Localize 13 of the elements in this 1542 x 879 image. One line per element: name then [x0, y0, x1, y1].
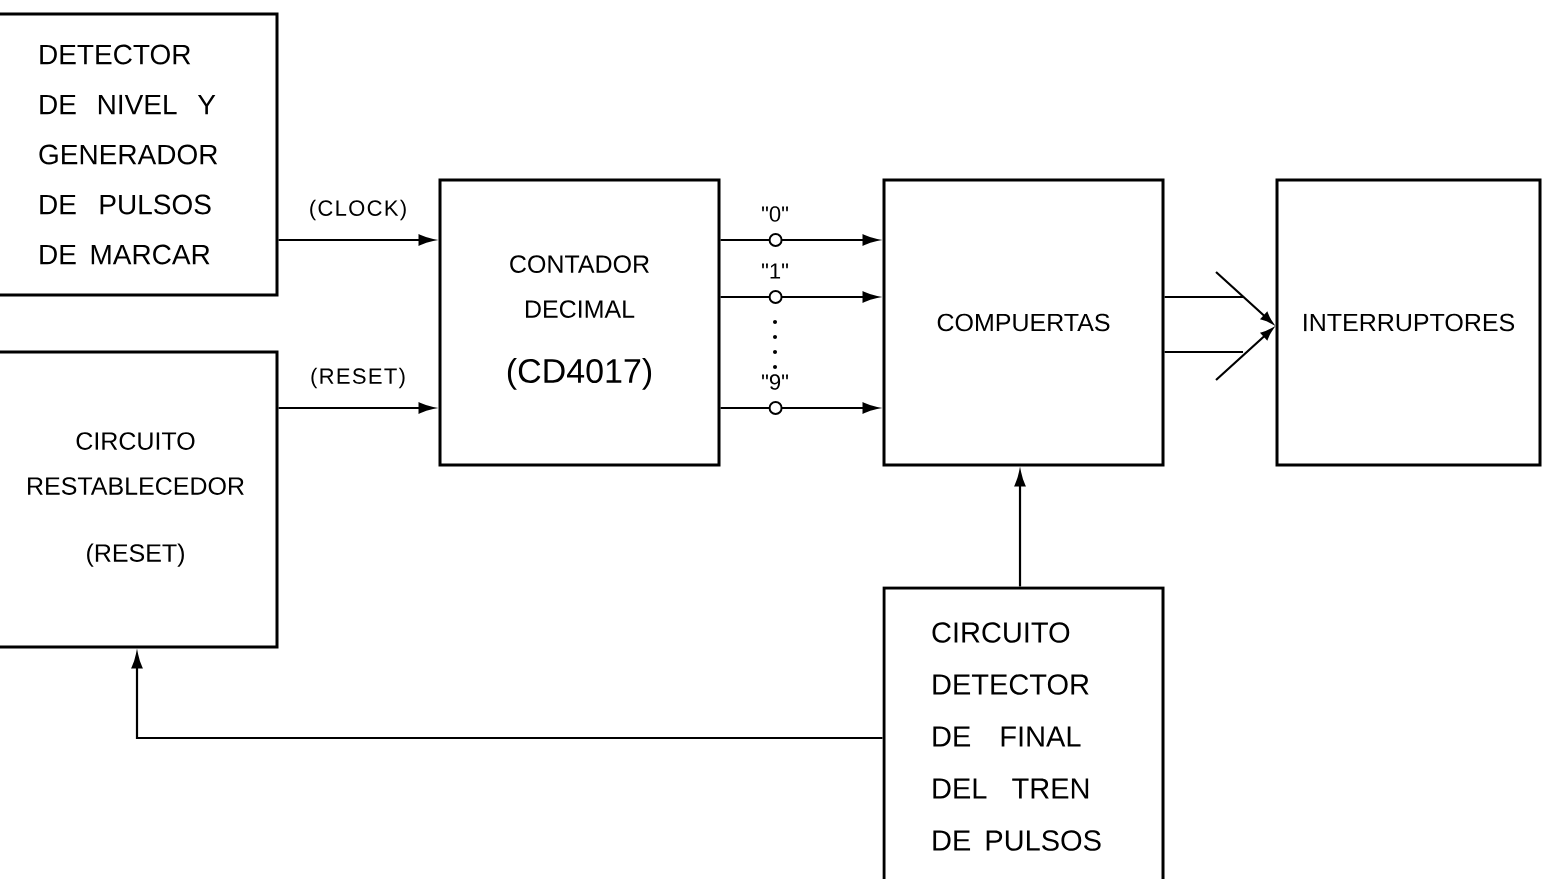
block-box: DETECTOR DE NIVEL Y GENERADOR DE PULSOS DE MARCAR — [0, 12, 279, 297]
edge-label: "1" — [760, 262, 790, 280]
block-box: COMPUERTAS — [882, 178, 1165, 467]
edge-label: (CLOCK) — [307, 198, 409, 222]
edge-label: "0" — [760, 205, 790, 223]
block-box: INTERRUPTORES — [1275, 178, 1542, 467]
arrow — [1163, 328, 1273, 382]
arrow — [1163, 270, 1273, 324]
edge-label: (RESET) — [309, 366, 407, 390]
edge-label: "9" — [760, 373, 790, 391]
block-box: CONTADOR DECIMAL (CD4017) — [438, 178, 721, 467]
block-box: CIRCUITO DETECTOR DE FINAL DEL TREN DE PULSOS — [882, 586, 1165, 879]
block-box: CIRCUITO RESTABLECEDOR (RESET) — [0, 350, 279, 649]
